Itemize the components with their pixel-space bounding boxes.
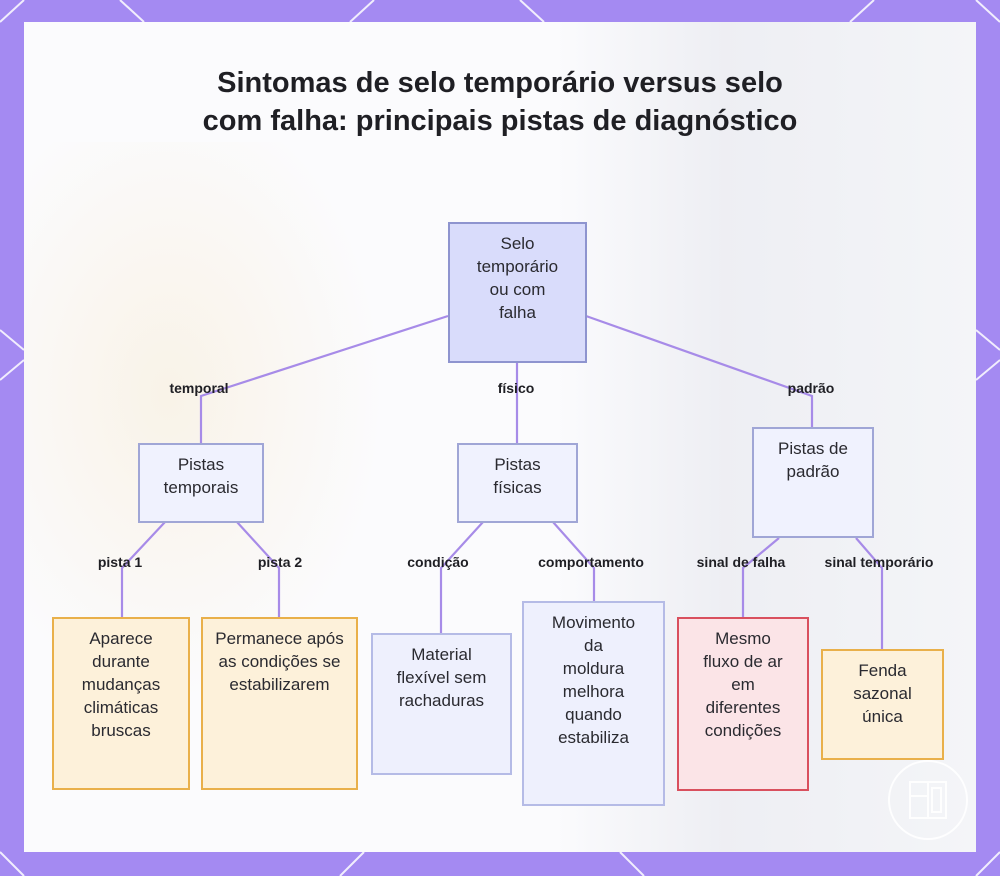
- branch-node-fisico: Pistas físicas: [457, 443, 578, 523]
- connector-fisico-comportamento: [552, 521, 596, 601]
- branch-node-padrao: Pistas de padrão: [752, 427, 874, 538]
- edge-label-fisico: físico: [497, 380, 535, 396]
- leaf-label-pista-2: Permanece após as condições se estabiliz…: [215, 629, 344, 694]
- leaf-node-pista-2: Permanece após as condições se estabiliz…: [201, 617, 358, 790]
- connector-temporal-pista2: [236, 521, 281, 617]
- branch-node-temporal: Pistas temporais: [138, 443, 264, 523]
- connector-root-temporal: [199, 314, 449, 443]
- root-label: Selo temporário ou com falha: [476, 234, 559, 322]
- connector-fisico-condicao: [439, 521, 484, 633]
- leaf-node-comportamento: Movimento da moldura melhora quando esta…: [522, 601, 665, 806]
- leaf-label-condicao: Material flexível sem rachaduras: [396, 645, 487, 710]
- edge-label-temporal: temporal: [169, 380, 229, 396]
- connector-root-padrao: [585, 314, 814, 427]
- leaf-label-pista-1: Aparece durante mudanças climáticas brus…: [81, 629, 161, 740]
- edge-label-pista-1: pista 1: [97, 554, 143, 570]
- leaf-node-sinal-temporario: Fenda sazonal única: [821, 649, 944, 760]
- edge-label-pista-2: pista 2: [257, 554, 303, 570]
- edge-label-comportamento: comportamento: [538, 554, 644, 570]
- branch-label-temporal: Pistas temporais: [163, 455, 239, 497]
- connector-temporal-pista1: [120, 521, 166, 617]
- window-logo-icon: [888, 760, 968, 840]
- edge-label-sinal-de-falha: sinal de falha: [696, 554, 786, 570]
- leaf-label-sinal-temporario: Fenda sazonal única: [853, 661, 912, 726]
- edge-label-padrao: padrão: [787, 380, 835, 396]
- connector-padrao-falha: [741, 537, 780, 617]
- root-node: Selo temporário ou com falha: [448, 222, 587, 363]
- leaf-label-comportamento: Movimento da moldura melhora quando esta…: [551, 613, 636, 747]
- branch-label-fisico: Pistas físicas: [493, 455, 542, 497]
- connector-padrao-temporario: [855, 537, 884, 649]
- leaf-node-pista-1: Aparece durante mudanças climáticas brus…: [52, 617, 190, 790]
- diagram-title: Sintomas de selo temporário versus selo …: [202, 67, 798, 137]
- leaf-node-condicao: Material flexível sem rachaduras: [371, 633, 512, 775]
- edge-label-sinal-temporario: sinal temporário: [824, 554, 934, 570]
- leaf-label-sinal-de-falha: Mesmo fluxo de ar em diferentes condiçõe…: [703, 629, 783, 740]
- background-photo-warm: [24, 142, 384, 702]
- leaf-node-sinal-de-falha: Mesmo fluxo de ar em diferentes condiçõe…: [677, 617, 809, 791]
- edge-label-condicao: condição: [407, 554, 469, 570]
- branch-label-padrao: Pistas de padrão: [778, 439, 848, 481]
